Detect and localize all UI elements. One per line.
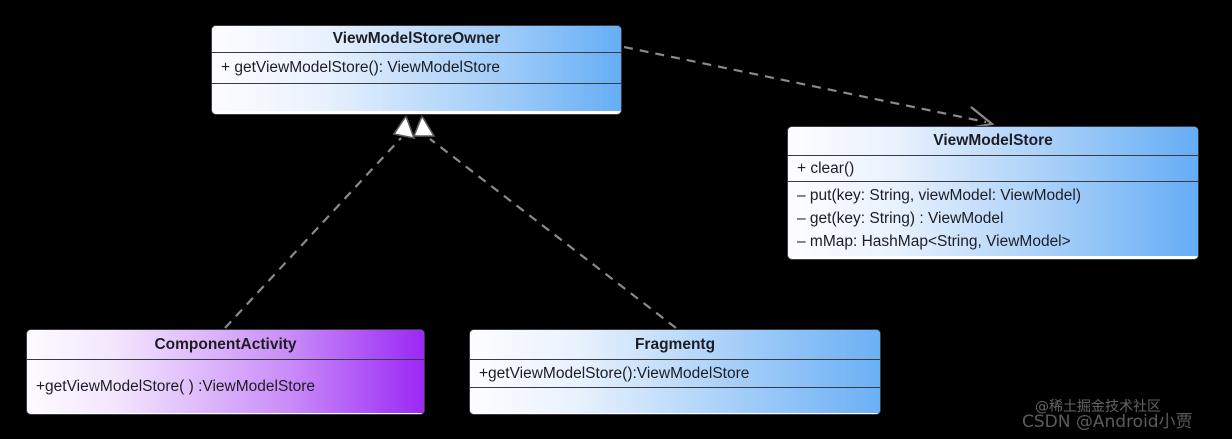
class-empty-compartment-fragmentg: [470, 387, 880, 413]
class-title-fragmentg: Fragmentg: [470, 330, 880, 359]
class-member-componentactivity-0: +getViewModelStore( ) :ViewModelStore: [27, 359, 424, 413]
class-box-fragmentg[interactable]: Fragmentg +getViewModelStore():ViewModel…: [469, 329, 881, 415]
class-box-componentactivity[interactable]: ComponentActivity +getViewModelStore( ) …: [26, 329, 425, 415]
class-title-viewmodelstoreowner: ViewModelStoreOwner: [212, 26, 621, 52]
class-member-viewmodelstoreowner-0: + getViewModelStore(): ViewModelStore: [212, 52, 621, 83]
class-member-viewmodelstore-clear: + clear(): [788, 155, 1198, 181]
class-box-viewmodelstoreowner[interactable]: ViewModelStoreOwner + getViewModelStore(…: [211, 25, 622, 115]
class-title-componentactivity: ComponentActivity: [27, 330, 424, 359]
class-member-viewmodelstore-get: – get(key: String) : ViewModel: [797, 210, 1004, 227]
edge-owner-to-store: [623, 45, 995, 130]
class-member-fragmentg-0: +getViewModelStore():ViewModelStore: [470, 359, 880, 387]
class-empty-compartment-viewmodelstoreowner: [212, 83, 621, 111]
edge-componentactivity-to-owner: [224, 114, 416, 329]
watermark-csdn: CSDN @Android小贾: [1022, 412, 1193, 432]
class-private-members-viewmodelstore: – put(key: String, viewModel: ViewModel)…: [788, 181, 1198, 256]
class-member-viewmodelstore-put: – put(key: String, viewModel: ViewModel): [797, 187, 1082, 204]
class-member-viewmodelstore-mmap: – mMap: HashMap<String, ViewModel>: [797, 233, 1071, 250]
class-title-viewmodelstore: ViewModelStore: [788, 127, 1198, 155]
edge-fragmentg-to-owner: [412, 114, 677, 329]
watermark-juejin: @稀土掘金技术社区: [1035, 399, 1161, 415]
class-box-viewmodelstore[interactable]: ViewModelStore + clear() – put(key: Stri…: [787, 126, 1199, 260]
